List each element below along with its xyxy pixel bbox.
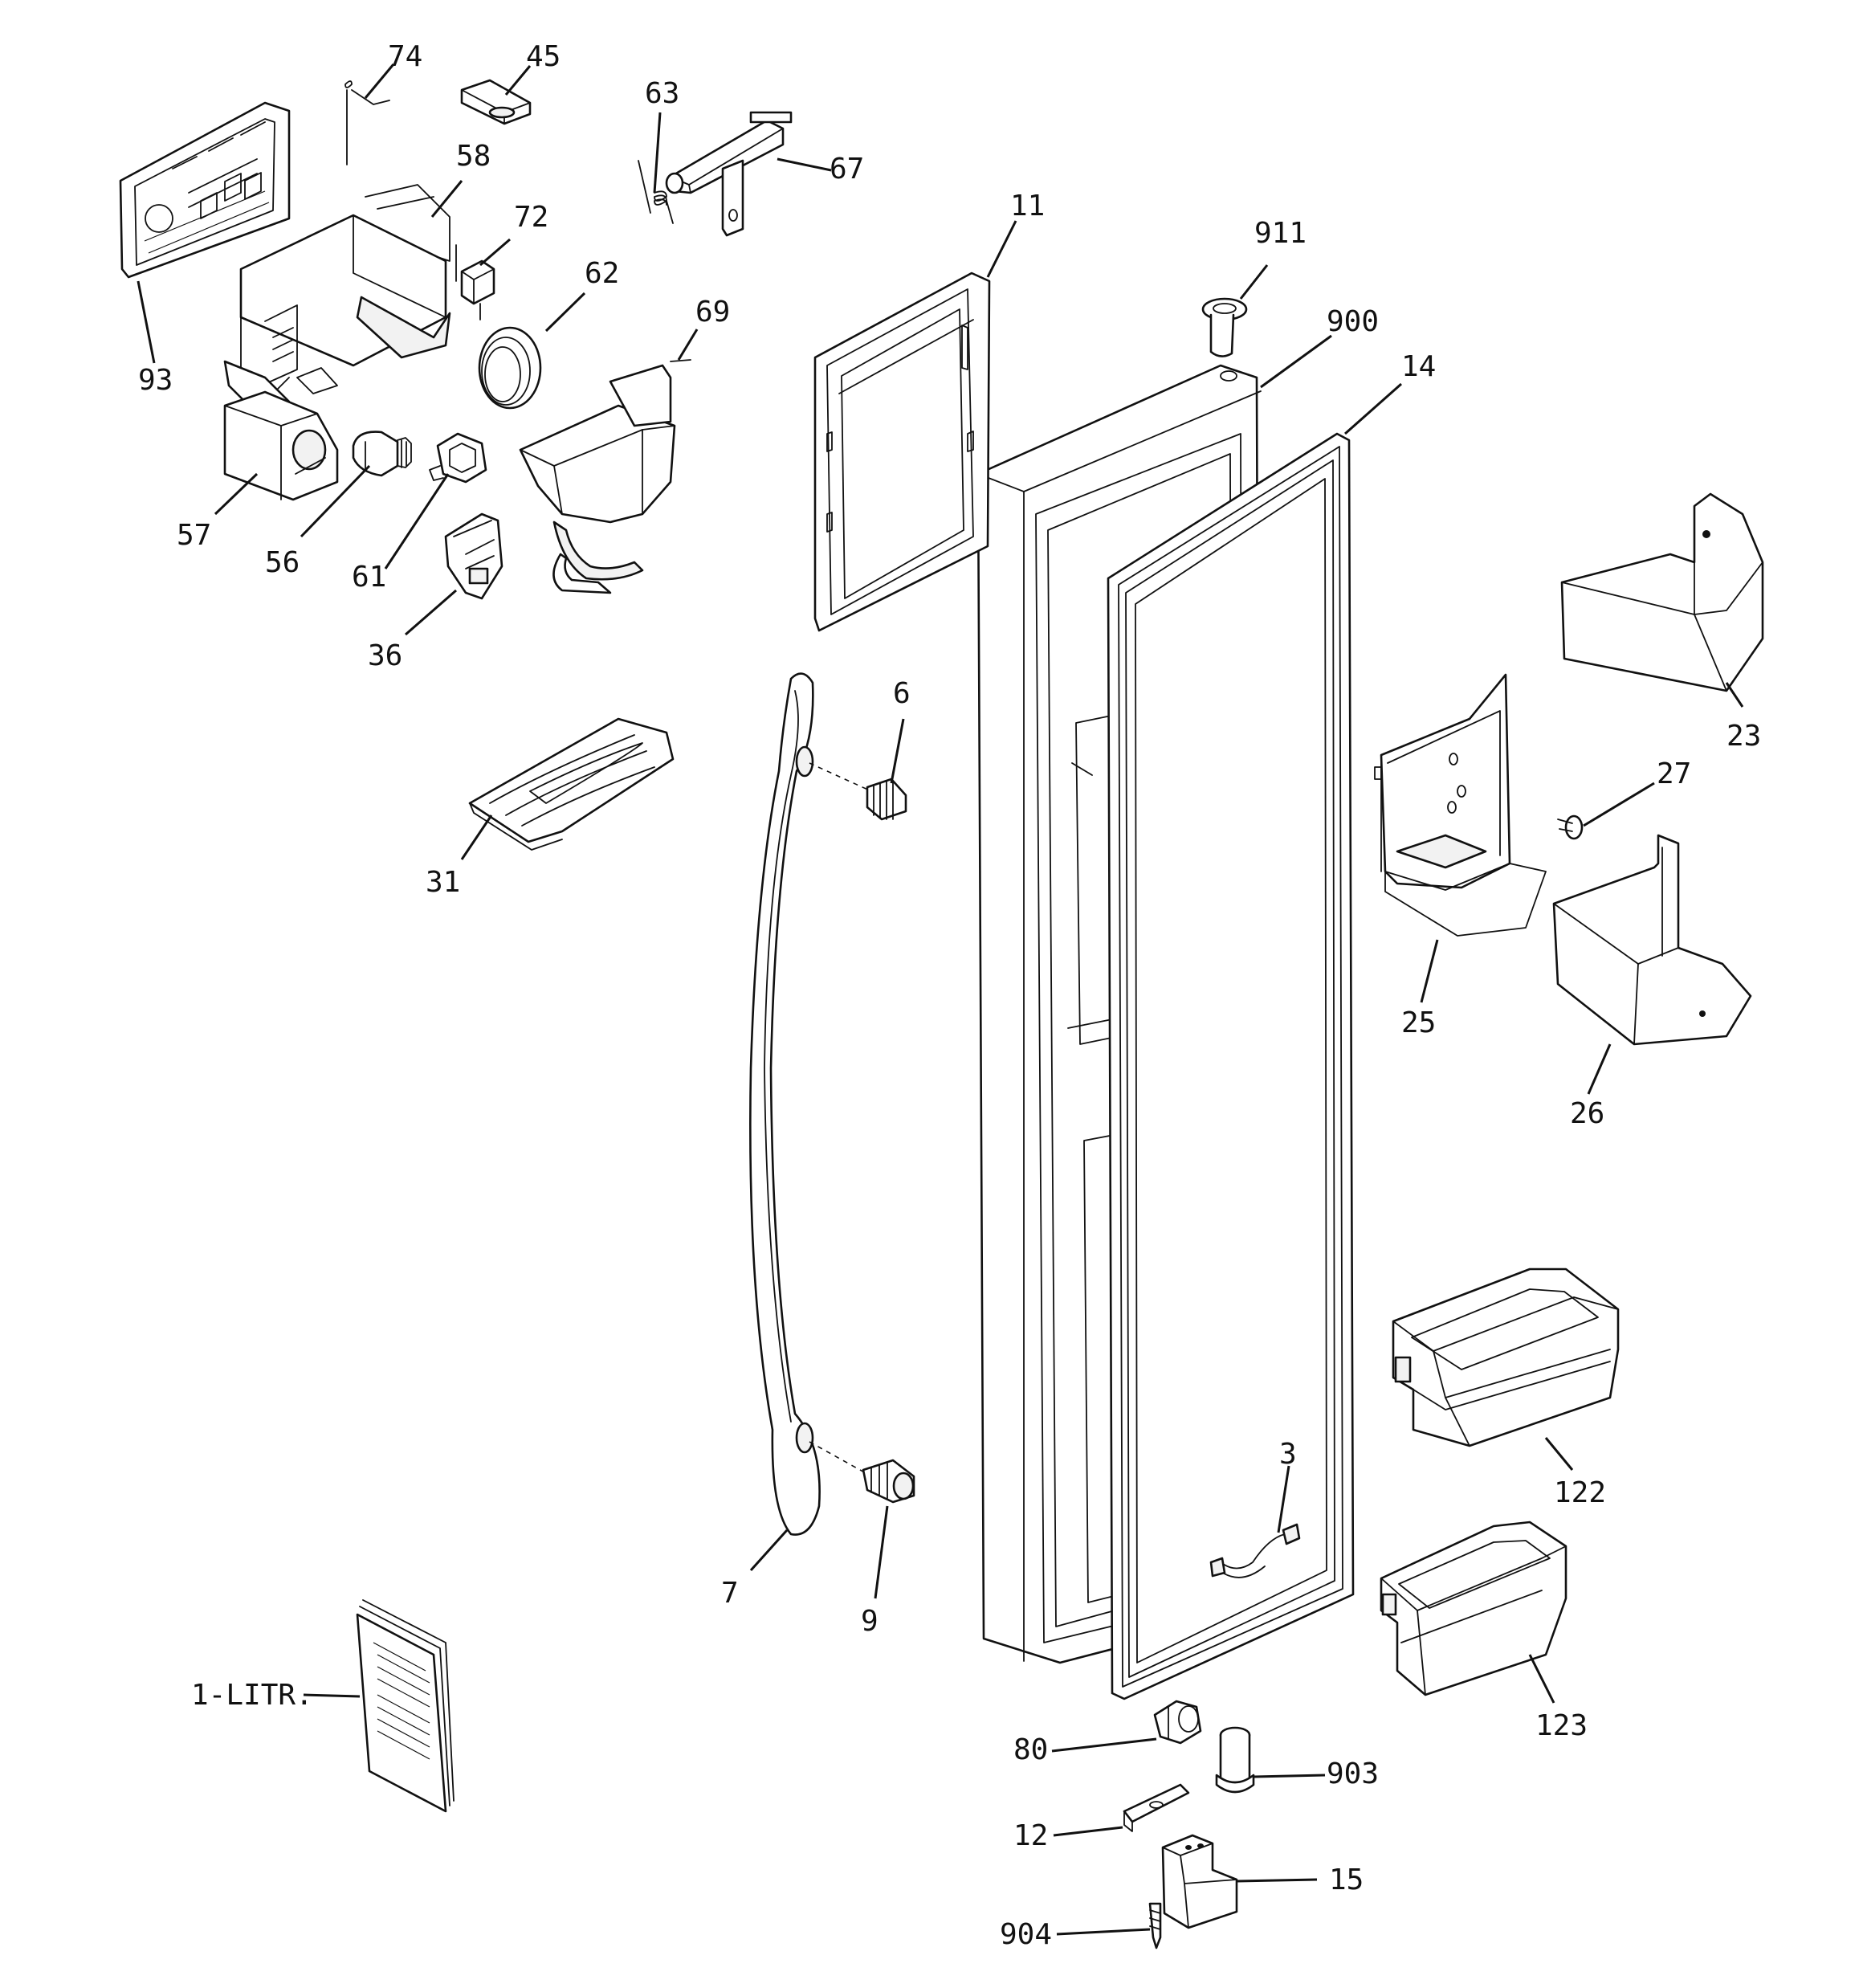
door-bin-26 — [1552, 834, 1752, 1046]
callout-80: 80 — [1013, 1733, 1048, 1766]
callout-93: 93 — [138, 364, 173, 397]
callout-911: 911 — [1254, 217, 1307, 250]
shelf-bracket-25 — [1374, 673, 1547, 937]
callout-122: 122 — [1554, 1476, 1606, 1509]
callout-11: 11 — [1010, 190, 1045, 222]
hinge-pin-903 — [1215, 1726, 1255, 1794]
callout-57: 57 — [177, 519, 211, 552]
door-bin-122 — [1392, 1268, 1620, 1447]
dispenser-frame-11 — [813, 271, 991, 632]
bracket-45 — [460, 79, 532, 125]
literature-1-litr — [356, 1599, 455, 1813]
cap-80 — [1153, 1700, 1202, 1745]
callout-12: 12 — [1013, 1819, 1048, 1852]
callout-123: 123 — [1535, 1709, 1588, 1742]
callout-69: 69 — [695, 296, 730, 329]
chute-69 — [519, 359, 691, 594]
door-bin-123 — [1380, 1521, 1567, 1696]
motor-57 — [223, 390, 339, 501]
callout-904: 904 — [1000, 1918, 1052, 1951]
spring-63 — [638, 160, 674, 224]
callout-56: 56 — [265, 546, 300, 579]
shim-12 — [1123, 1783, 1190, 1832]
handle-screw-6 — [809, 762, 907, 821]
callout-61: 61 — [352, 561, 386, 594]
handle-screw-9 — [809, 1441, 915, 1504]
callout-74: 74 — [388, 40, 422, 73]
callout-62: 62 — [585, 257, 619, 290]
door-handle-7 — [749, 672, 821, 1536]
callout-72: 72 — [514, 201, 548, 234]
callout-14: 14 — [1401, 350, 1436, 383]
callout-25: 25 — [1401, 1006, 1436, 1039]
callout-36: 36 — [368, 639, 402, 672]
screw-27 — [1557, 814, 1584, 840]
callout-23: 23 — [1726, 720, 1761, 753]
callout-1-litr: 1-LITR. — [191, 1679, 313, 1712]
coupler-61 — [429, 432, 487, 484]
callout-900: 900 — [1327, 305, 1379, 338]
control-panel-93 — [119, 101, 291, 279]
callout-15: 15 — [1329, 1863, 1364, 1896]
callout-6: 6 — [893, 677, 911, 710]
bulb-56 — [352, 431, 412, 477]
wire-harness-3 — [1209, 1523, 1301, 1578]
callout-63: 63 — [645, 77, 679, 110]
ring-62 — [478, 326, 542, 410]
callout-labels: 74 45 63 67 58 72 62 69 93 57 56 61 36 1… — [138, 40, 1761, 1951]
bushing-911 — [1201, 297, 1248, 357]
callout-26: 26 — [1570, 1097, 1604, 1130]
callout-31: 31 — [426, 866, 460, 899]
leader-lines — [137, 63, 1744, 1936]
callout-903: 903 — [1327, 1757, 1379, 1790]
door-bin-23 — [1560, 492, 1764, 692]
callout-9: 9 — [861, 1605, 879, 1638]
bottom-hinge-15 — [1161, 1834, 1238, 1929]
lever-67 — [665, 111, 793, 237]
switch-72 — [455, 244, 495, 320]
callout-3: 3 — [1279, 1438, 1297, 1471]
callout-7: 7 — [721, 1577, 739, 1610]
door-gasket — [1107, 432, 1355, 1700]
bracket-36 — [444, 512, 503, 600]
screw-904 — [1148, 1902, 1162, 1949]
spring-74 — [344, 80, 390, 165]
callout-45: 45 — [526, 40, 561, 73]
callout-67: 67 — [830, 153, 864, 186]
callout-27: 27 — [1657, 757, 1691, 790]
callout-58: 58 — [456, 140, 491, 173]
drip-tray-31 — [468, 717, 675, 851]
